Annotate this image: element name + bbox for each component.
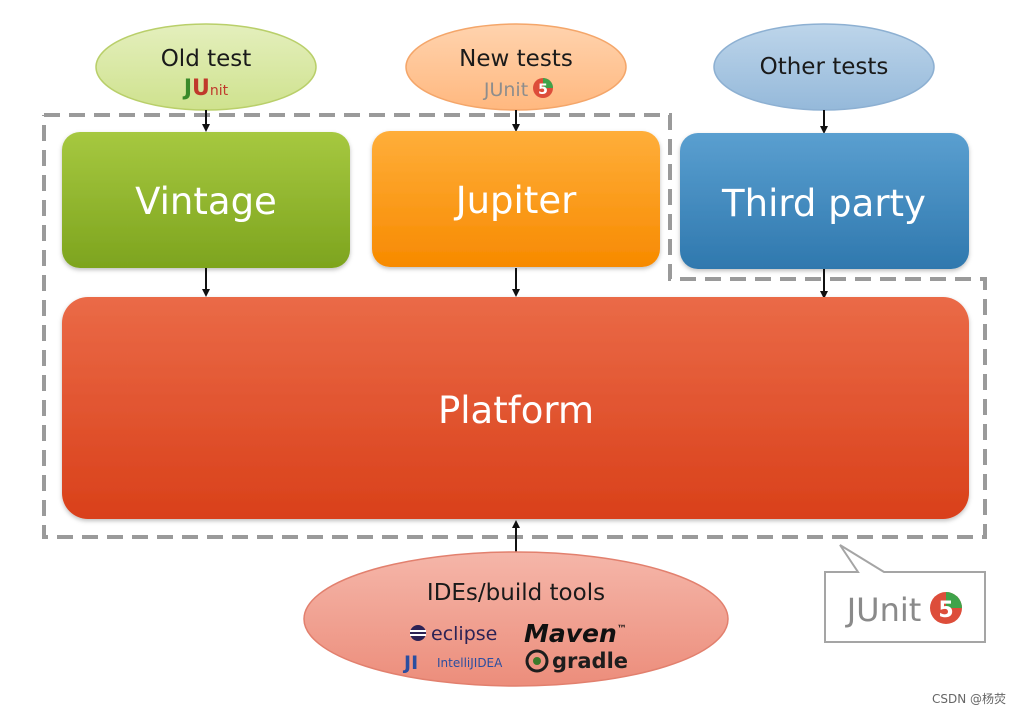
- third-party-label: Third party: [721, 182, 926, 225]
- third-party-box: [680, 133, 969, 269]
- new-tests-ellipse: New tests JUnit 5: [405, 23, 627, 111]
- other-tests-label: Other tests: [760, 54, 889, 80]
- vintage-box: [62, 132, 350, 268]
- eclipse-icon: [410, 625, 426, 641]
- watermark: CSDN @杨荧: [932, 691, 1006, 706]
- junit5-callout: JUnit 5: [824, 544, 986, 643]
- intellij-icon: JI: [402, 652, 418, 674]
- jupiter-label: Jupiter: [454, 179, 577, 222]
- intellij-label: IntelliJIDEA: [437, 656, 503, 670]
- platform-box: [62, 297, 969, 519]
- junit-logo-old: JUnit: [182, 76, 229, 101]
- ide-build-tools-ellipse: IDEs/build tools eclipse Maven™ JI Intel…: [303, 551, 729, 687]
- platform-label: Platform: [438, 389, 594, 432]
- junit5-boundary-dashed: [42, 113, 987, 539]
- jupiter-box: [372, 131, 660, 267]
- junit5-callout-badge-icon: 5: [930, 592, 962, 624]
- junit5-logo-new: JUnit: [483, 79, 528, 101]
- new-tests-label: New tests: [459, 46, 573, 72]
- svg-text:5: 5: [938, 598, 953, 623]
- old-test-ellipse: Old test JUnit: [95, 23, 317, 111]
- svg-text:5: 5: [538, 82, 548, 98]
- old-test-label: Old test: [161, 46, 252, 72]
- eclipse-label: eclipse: [431, 623, 497, 645]
- intellij-mark: JI: [402, 652, 418, 674]
- gradle-icon: [525, 649, 549, 673]
- gradle-label: gradle: [552, 649, 628, 673]
- ide-build-tools-label: IDEs/build tools: [427, 580, 605, 606]
- maven-label: Maven™: [524, 619, 627, 648]
- junit5-callout-logo: JUnit: [845, 591, 922, 629]
- junit-logo-nit: nit: [210, 83, 229, 99]
- junit-logo-j: J: [182, 76, 192, 101]
- other-tests-ellipse: Other tests: [713, 23, 935, 111]
- junit5-badge-icon: 5: [533, 78, 553, 98]
- junit-logo-u: U: [192, 76, 210, 101]
- vintage-label: Vintage: [135, 180, 277, 223]
